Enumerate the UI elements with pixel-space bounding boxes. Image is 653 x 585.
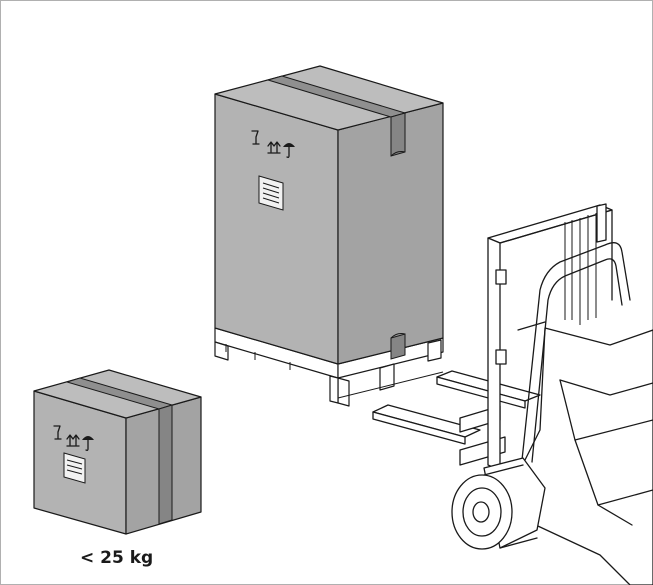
pallet xyxy=(214,327,444,407)
keep-dry-icon xyxy=(82,436,94,451)
shipping-label xyxy=(258,175,284,211)
wheel xyxy=(451,457,546,550)
this-way-up-icon xyxy=(267,141,281,154)
large-crate-front xyxy=(214,93,339,365)
fragile-icon xyxy=(53,425,62,440)
keep-dry-icon xyxy=(283,143,295,158)
small-box xyxy=(33,369,202,535)
pallet-truck xyxy=(372,203,653,585)
fork-lower xyxy=(372,404,481,445)
this-way-up-icon xyxy=(66,434,80,447)
weight-limit-label: < 25 kg xyxy=(80,548,154,568)
fragile-icon xyxy=(251,130,260,145)
mast xyxy=(487,203,613,471)
shipping-label xyxy=(63,452,86,484)
tiller-handle xyxy=(495,242,631,463)
large-crate-on-pallet xyxy=(214,65,444,407)
